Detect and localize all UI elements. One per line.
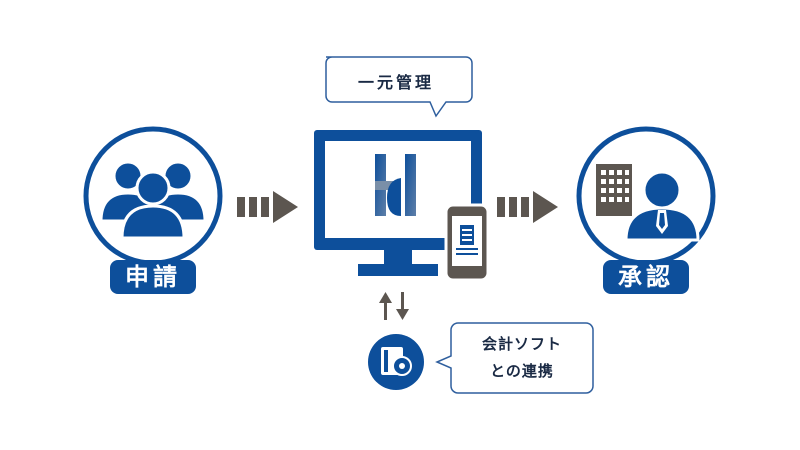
building-icon — [596, 164, 632, 216]
accounting-bubble — [435, 322, 594, 394]
up-down-arrows — [379, 292, 409, 320]
accounting-bubble-line1: 会計ソフト — [481, 335, 562, 353]
smartphone-receipt-icon — [444, 203, 490, 282]
flow-arrow-right — [497, 191, 558, 223]
approver-node — [576, 126, 716, 294]
accounting-bubble-line2: との連携 — [490, 362, 554, 380]
approver-tag — [603, 260, 689, 294]
applicant-node — [83, 126, 223, 294]
people-group-icon — [99, 160, 207, 240]
applicant-tag — [110, 260, 196, 294]
approver-label: 承認 — [618, 263, 674, 291]
central-bubble-text: 一元管理 — [357, 73, 434, 92]
businessman-icon — [624, 170, 700, 242]
central-bubble — [325, 56, 473, 118]
applicant-label: 申請 — [125, 263, 181, 291]
software-disc-icon — [368, 334, 424, 390]
hd-logo — [375, 154, 416, 216]
flow-arrow-left — [237, 191, 298, 223]
